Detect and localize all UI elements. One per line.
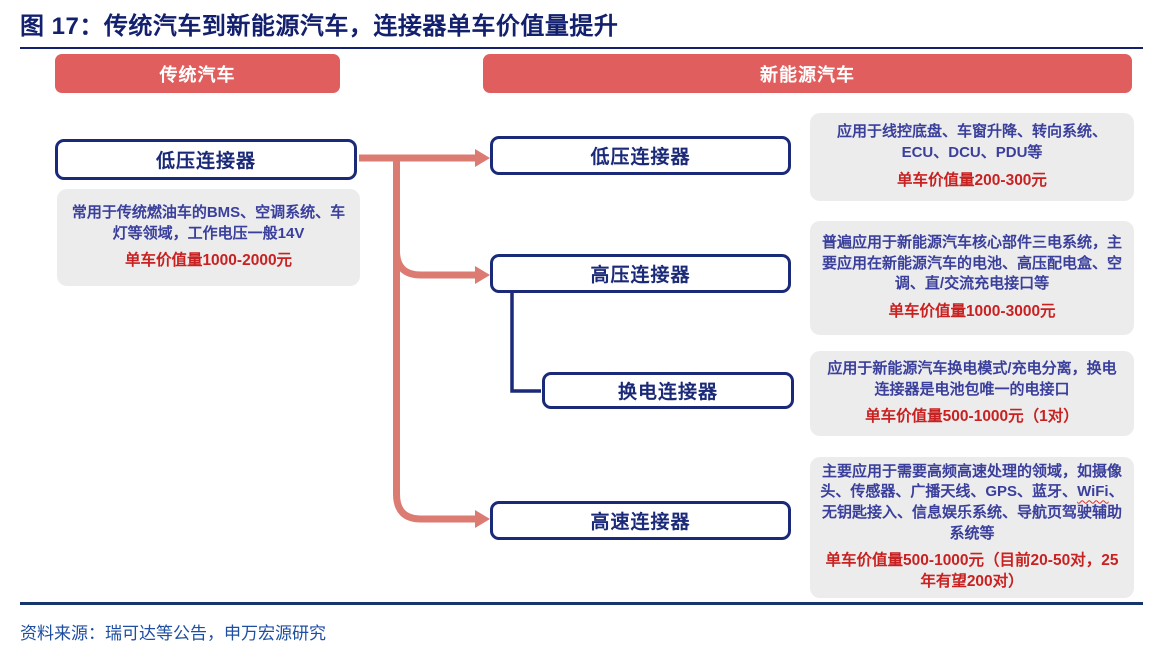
desc-high-speed-text-after: 、无钥匙接入、信息娱乐系统、导航页驾驶辅助系统等 <box>821 483 1124 542</box>
desc-high-speed-box: 主要应用于需要高频高速处理的领域，如摄像头、传感器、广播天线、GPS、蓝牙、Wi… <box>810 457 1134 598</box>
desc-battery-swap-value: 单车价值量500-1000元（1对） <box>865 408 1079 426</box>
header-traditional-vehicle: 传统汽车 <box>55 54 340 93</box>
node-high-speed-connector: 高速连接器 <box>490 501 791 540</box>
desc-battery-swap-box: 应用于新能源汽车换电模式/充电分离，换电连接器是电池包唯一的电接口 单车价值量5… <box>810 351 1134 436</box>
header-new-energy-vehicle: 新能源汽车 <box>483 54 1132 93</box>
figure-title: 图 17：传统汽车到新能源汽车，连接器单车价值量提升 <box>20 13 619 40</box>
left-desc-text: 常用于传统燃油车的BMS、空调系统、车灯等领域，工作电压一般14V <box>71 203 346 242</box>
desc-high-voltage-value: 单车价值量1000-3000元 <box>888 303 1056 321</box>
arrow-high-speed <box>393 158 475 523</box>
desc-low-voltage-text: 应用于线控底盘、车窗升降、转向系统、ECU、DCU、PDU等 <box>836 123 1107 162</box>
arrowhead-high-speed <box>475 510 490 528</box>
node-battery-swap-connector: 换电连接器 <box>542 372 794 409</box>
desc-low-voltage-value: 单车价值量200-300元 <box>897 171 1047 189</box>
node-left-low-voltage-connector: 低压连接器 <box>55 139 357 180</box>
desc-high-speed-value: 单车价值量500-1000元（目前20-50对，25年有望200对） <box>825 552 1119 591</box>
desc-battery-swap-text: 应用于新能源汽车换电模式/充电分离，换电连接器是电池包唯一的电接口 <box>827 359 1117 398</box>
source-note: 资料来源：瑞可达等公告，申万宏源研究 <box>20 624 326 643</box>
source-divider <box>20 602 1143 605</box>
desc-high-voltage-box: 普遍应用于新能源汽车核心部件三电系统，主要应用在新能源汽车的电池、高压配电盒、空… <box>810 221 1134 335</box>
elbow-battery-swap <box>510 293 541 393</box>
desc-low-voltage-box: 应用于线控底盘、车窗升降、转向系统、ECU、DCU、PDU等 单车价值量200-… <box>810 113 1134 201</box>
node-high-voltage-connector: 高压连接器 <box>490 254 791 293</box>
left-desc-value: 单车价值量1000-2000元 <box>124 252 293 270</box>
desc-high-voltage-text: 普遍应用于新能源汽车核心部件三电系统，主要应用在新能源汽车的电池、高压配电盒、空… <box>821 234 1122 293</box>
desc-high-speed-text-before: 主要应用于需要高频高速处理的领域，如摄像头、传感器、广播天线、GPS、蓝牙、 <box>820 462 1122 501</box>
arrow-high-voltage <box>393 158 475 279</box>
desc-high-speed-text-wifi: WiFi <box>1077 483 1109 501</box>
title-underline <box>20 47 1143 49</box>
arrowhead-high-voltage <box>475 266 490 284</box>
left-desc-box: 常用于传统燃油车的BMS、空调系统、车灯等领域，工作电压一般14V 单车价值量1… <box>57 189 360 286</box>
node-low-voltage-connector: 低压连接器 <box>490 136 791 175</box>
arrowhead-low-voltage <box>475 149 490 167</box>
desc-high-speed-text: 主要应用于需要高频高速处理的领域，如摄像头、传感器、广播天线、GPS、蓝牙、Wi… <box>820 462 1124 545</box>
